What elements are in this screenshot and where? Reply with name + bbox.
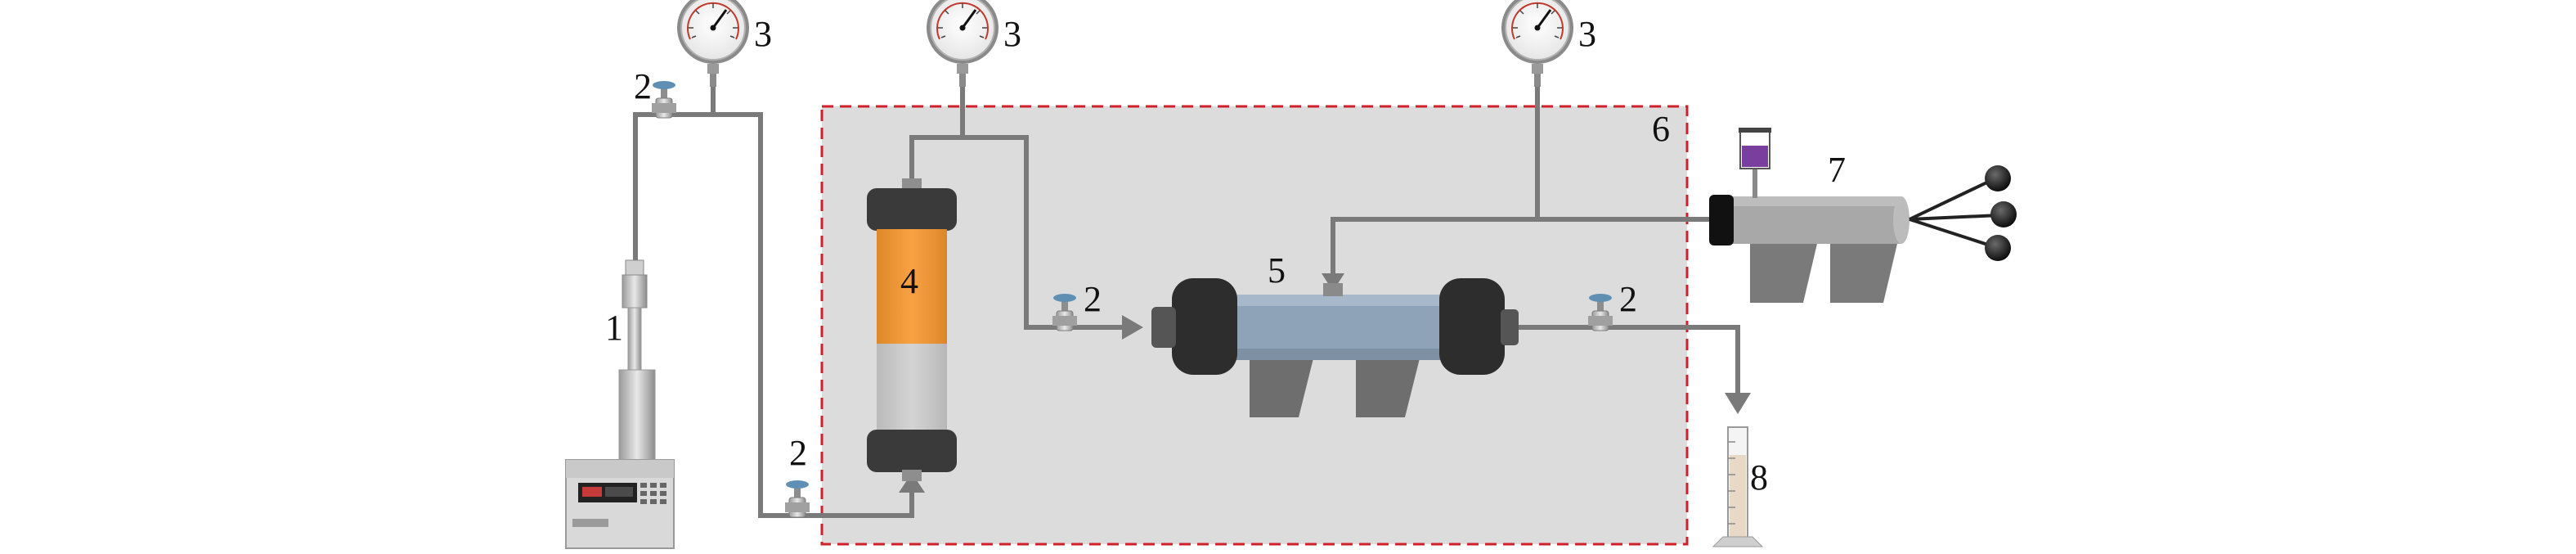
beaker-icon <box>1739 128 1771 169</box>
label-cylinder: 8 <box>1750 457 1768 498</box>
label-vessel: 4 <box>900 261 918 301</box>
valve-2 <box>784 480 810 518</box>
piston-vessel <box>867 178 957 481</box>
weight-ball-3 <box>1985 235 2011 261</box>
arrow-down-core-holder <box>1322 273 1344 291</box>
arrow-into-core-holder <box>1122 315 1143 340</box>
measuring-cylinder <box>1712 426 1764 547</box>
pipelines <box>633 82 1740 518</box>
label-valve-1: 2 <box>634 66 652 106</box>
gauge-1 <box>675 0 751 88</box>
label-gauge-1: 3 <box>754 14 772 54</box>
injection-pump <box>565 259 675 549</box>
weight-ball-1 <box>1985 165 2011 191</box>
label-oven: 6 <box>1652 109 1670 149</box>
label-pump: 1 <box>605 308 623 348</box>
label-core-holder: 5 <box>1268 250 1286 291</box>
gauge-3 <box>1500 0 1575 88</box>
weight-ball-2 <box>1990 201 2017 227</box>
label-valve-4: 2 <box>1619 279 1637 319</box>
label-back-pressure: 7 <box>1828 150 1846 190</box>
flow-arrows <box>899 273 1751 493</box>
back-pressure-regulator <box>1709 128 2017 303</box>
valve-1 <box>651 80 677 119</box>
core-holder <box>1151 278 1519 417</box>
label-valve-2: 2 <box>789 433 807 473</box>
label-gauge-3: 3 <box>1578 14 1596 54</box>
gauge-2 <box>925 0 1000 88</box>
arrow-into-vessel <box>899 473 925 493</box>
label-gauge-2: 3 <box>1003 14 1021 54</box>
label-valve-3: 2 <box>1084 279 1102 319</box>
arrow-into-cylinder <box>1725 393 1751 414</box>
